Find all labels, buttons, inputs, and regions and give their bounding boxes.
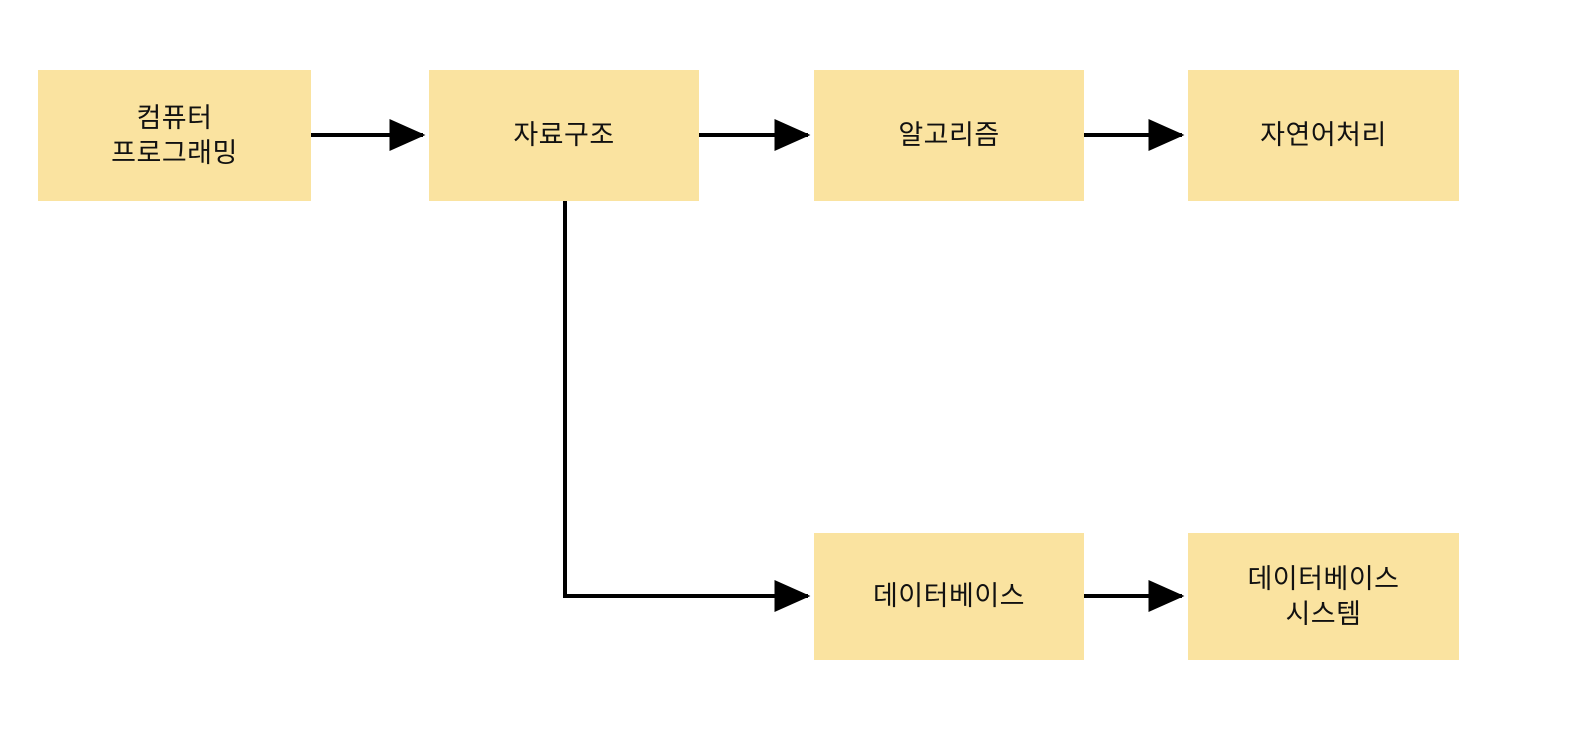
node-algorithms[interactable]: 알고리즘	[814, 70, 1084, 201]
node-data-structures[interactable]: 자료구조	[429, 70, 699, 201]
node-natural-language-processing[interactable]: 자연어처리	[1188, 70, 1459, 201]
node-database-system[interactable]: 데이터베이스 시스템	[1188, 533, 1459, 660]
node-computer-programming[interactable]: 컴퓨터 프로그래밍	[38, 70, 311, 201]
node-database[interactable]: 데이터베이스	[814, 533, 1084, 660]
edge-data-structures-to-database	[563, 201, 811, 612]
